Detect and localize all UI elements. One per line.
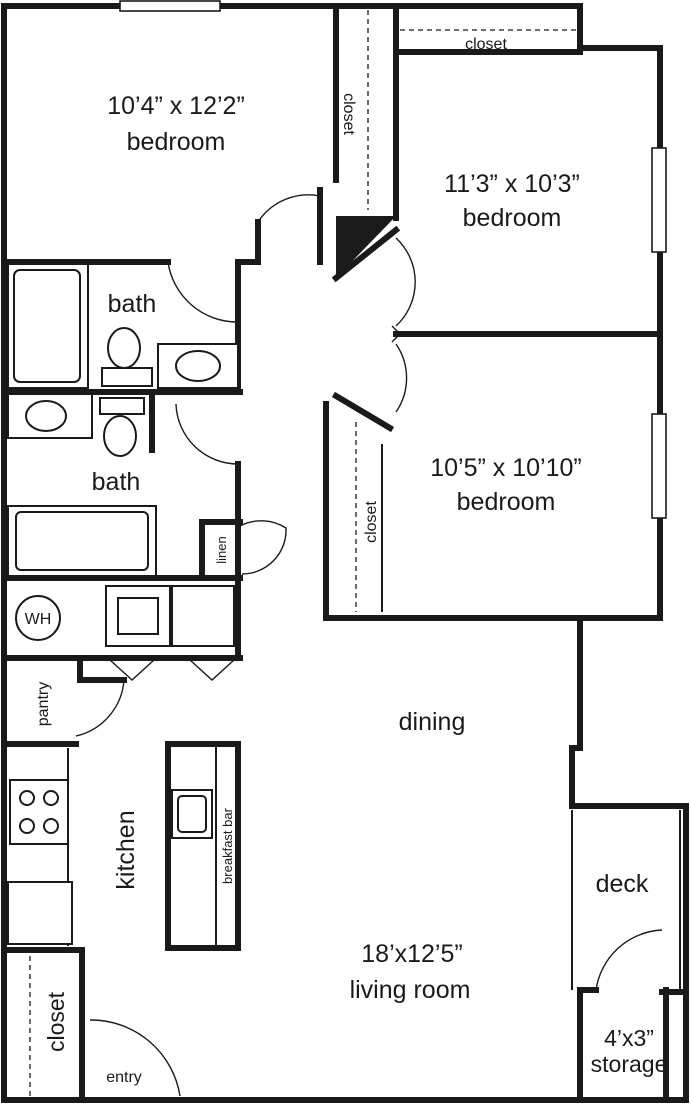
entry-label: entry	[106, 1069, 142, 1086]
living-room-label: living room	[350, 976, 471, 1004]
stove-icon	[9, 779, 69, 845]
bathtub-icon	[7, 505, 157, 577]
interior-walls	[1, 3, 689, 1103]
door-swings	[75, 194, 663, 1097]
bedroom3-label: bedroom	[457, 488, 556, 516]
bath1-label: bath	[108, 290, 157, 318]
sink-icon	[175, 350, 221, 382]
laundry-fixtures	[15, 585, 235, 647]
bathtub-icon	[7, 263, 89, 389]
toilet-tank-icon	[101, 367, 153, 387]
toilet-icon	[103, 415, 137, 457]
bedroom2-size: 11’3” x 10’3”	[444, 170, 580, 198]
living-room-size: 18’x12’5”	[361, 940, 462, 968]
window-bedroom3	[651, 413, 667, 519]
closet-bedroom1-label: closet	[340, 93, 357, 135]
kitchen-fixtures	[7, 741, 241, 951]
sink-icon	[25, 400, 67, 432]
linen-label: linen	[214, 536, 229, 563]
closet-bedroom3-label: closet	[363, 501, 380, 543]
exterior-walls	[1, 3, 689, 1103]
toilet-icon	[107, 327, 141, 369]
breakfast-bar-island	[165, 741, 241, 951]
toilet-tank-icon	[99, 397, 145, 415]
bedroom1-label: bedroom	[127, 128, 226, 156]
bedroom1-size: 10’4” x 12’2”	[107, 92, 245, 120]
storage-size: 4’x3”	[604, 1025, 654, 1051]
bedroom2-label: bedroom	[463, 204, 562, 232]
window-bedroom2	[651, 147, 667, 253]
bath2-label: bath	[92, 468, 141, 496]
bath2-fixtures	[7, 393, 157, 577]
kitchen-label: kitchen	[112, 810, 140, 889]
washer-icon	[105, 585, 171, 647]
refrigerator-icon	[7, 881, 73, 945]
small-labels: closet closet closet closet linen pantry…	[25, 36, 508, 1052]
room-labels: 10’4” x 12’2” bedroom 11’3” x 10’3” bedr…	[92, 92, 668, 1086]
deck-label: deck	[596, 870, 649, 898]
breakfast-bar-label: breakfast bar	[220, 807, 235, 884]
water-heater-icon	[15, 595, 61, 641]
pantry-label: pantry	[35, 682, 52, 726]
storage-label: storage	[591, 1051, 668, 1077]
window-top	[119, 0, 221, 12]
bath1-fixtures	[7, 263, 239, 389]
bedroom3-size: 10’5” x 10’10”	[430, 454, 581, 482]
water-heater-label: WH	[25, 611, 52, 628]
closet-top-label: closet	[465, 36, 507, 53]
dining-label: dining	[399, 708, 466, 736]
closet-entry-label: closet	[43, 991, 69, 1052]
dryer-icon	[171, 585, 235, 647]
